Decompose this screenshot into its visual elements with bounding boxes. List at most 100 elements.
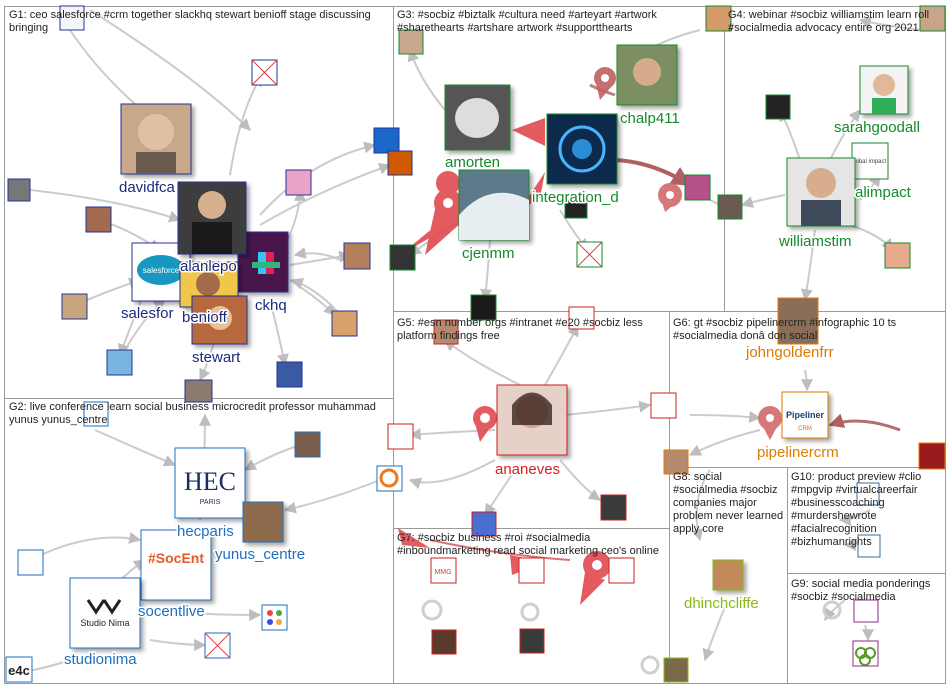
label-integration: integration_d: [532, 189, 619, 206]
label-socentlive: socentlive: [138, 603, 205, 620]
node-avatar-small[interactable]: [564, 199, 588, 219]
node-avatar-small[interactable]: [398, 29, 424, 55]
node-avatar-small[interactable]: [276, 361, 303, 388]
node-avatar-small[interactable]: [518, 557, 545, 584]
node-avatar-small[interactable]: [918, 442, 946, 470]
node-avatar-small[interactable]: [83, 401, 109, 427]
pin-marker: [520, 602, 540, 622]
node-avatar-small[interactable]: [600, 494, 627, 521]
edge: [149, 638, 207, 651]
highlight-edges: [429, 83, 901, 561]
label-chalp411: chalp411: [620, 110, 680, 127]
node-avatar-small[interactable]: [853, 599, 879, 623]
node-avatar-small[interactable]: [857, 534, 881, 558]
node-avatar-small[interactable]: [431, 629, 457, 655]
nodes: salesforce HEC PARIS #SocEnt Studio Nima: [5, 5, 946, 683]
node-avatar-small[interactable]: [663, 449, 689, 475]
edge: [800, 229, 816, 302]
node-avatar-small[interactable]: [373, 127, 400, 154]
group-title-g9: G9: social media ponderings #socbiz #soc…: [791, 578, 931, 603]
label-ananeves: ananeves: [495, 461, 560, 478]
node-avatar-small[interactable]: [389, 244, 416, 271]
edge: [829, 109, 861, 161]
pin-arrow: [512, 118, 545, 146]
group-box-g10: [787, 467, 946, 574]
node-avatar-johngoldenfrr[interactable]: [777, 297, 819, 345]
node-avatar-small[interactable]: [663, 657, 689, 683]
node-avatar-small[interactable]: [387, 423, 414, 450]
node-avatar-small[interactable]: [568, 306, 595, 330]
grey-pins: [421, 599, 842, 675]
pin-marker: [640, 655, 660, 675]
node-avatar-small[interactable]: [331, 310, 358, 337]
hec-logo-sub: PARIS: [200, 499, 221, 506]
node-logo-hecparis[interactable]: [174, 447, 246, 519]
pin-markers: [398, 67, 782, 605]
pipeliner-logo-text: Pipeliner: [786, 410, 825, 420]
node-avatar-small[interactable]: [433, 319, 459, 345]
node-avatar-stewart[interactable]: [191, 295, 248, 345]
group-title-g7: G7: #socbiz business #roi #socialmedia #…: [397, 532, 659, 557]
edge-highlight: [828, 413, 901, 432]
pin-arrow: [398, 528, 430, 548]
edge: [89, 9, 251, 131]
node-avatar-small[interactable]: [884, 242, 911, 269]
studio-logo-text: Studio Nima: [80, 618, 129, 628]
group-title-g5: G5: #esn number orgs #intranet #e20 #soc…: [397, 317, 643, 342]
edge: [269, 299, 289, 367]
label-dhinchcliffe: dhinchcliffe: [684, 595, 759, 612]
node-avatar-small[interactable]: [61, 293, 88, 320]
node-labels: davidfca alanlepo ckhq salesfor benioff …: [63, 109, 922, 670]
node-logo-socentlive[interactable]: [140, 529, 212, 601]
node-avatar-small[interactable]: [684, 174, 711, 201]
node-avatar-small[interactable]: [608, 557, 635, 584]
node-avatar-small[interactable]: [519, 628, 545, 654]
node-avatar-small[interactable]: [717, 194, 743, 220]
node-avatar-dhinchcliffe[interactable]: [712, 559, 744, 591]
node-logo-pipelinercrm[interactable]: [781, 391, 829, 439]
label-davidfca: davidfca: [119, 179, 176, 196]
label-studionima: studionima: [64, 651, 137, 668]
edge: [408, 459, 496, 490]
node-avatar-small[interactable]: [7, 178, 31, 202]
edge: [689, 410, 762, 423]
node-logo-studionima[interactable]: [69, 577, 141, 649]
group-title-g6: G6: gt #socbiz pipelinercrm #infographic…: [673, 317, 897, 342]
node-avatar-small[interactable]: [919, 5, 946, 32]
node-avatar-small[interactable]: [261, 604, 288, 631]
node-avatar-small[interactable]: [294, 431, 321, 458]
node-avatar-small[interactable]: [470, 294, 497, 321]
node-logo-tribal[interactable]: [851, 142, 889, 180]
edge: [824, 599, 846, 622]
group-title-g10: G10: product preview #clio #mpgvip #virt…: [791, 471, 922, 548]
node-avatar-small[interactable]: [106, 349, 133, 376]
node-avatar-small[interactable]: [765, 94, 791, 120]
edge: [259, 141, 377, 216]
edge-highlight: [609, 158, 692, 187]
edge: [564, 400, 652, 416]
edge: [29, 189, 182, 223]
node-avatar-small[interactable]: [705, 5, 732, 32]
node-avatar-small[interactable]: [856, 482, 880, 506]
node-avatar-small[interactable]: [471, 511, 497, 537]
pin-marker: [822, 600, 842, 620]
node-avatar-small[interactable]: [387, 150, 413, 176]
group-title-g4: G4: webinar #socbiz williamstim learn ro…: [728, 9, 930, 34]
label-pipelinercrm: pipelinercrm: [757, 444, 839, 461]
node-avatar-small[interactable]: [343, 242, 371, 270]
mmg-logo-text: MMG: [434, 569, 451, 576]
edge: [293, 247, 341, 261]
node-avatar-small[interactable]: [17, 549, 44, 576]
node-avatar-small[interactable]: [184, 379, 213, 403]
node-logo-e4c[interactable]: [5, 656, 33, 683]
node-avatar-small[interactable]: [285, 169, 312, 196]
node-avatar-small[interactable]: [59, 5, 85, 31]
edge: [800, 369, 813, 392]
label-cjenmm: cjenmm: [462, 245, 515, 262]
node-avatar-small[interactable]: [650, 392, 677, 419]
label-sarahgoodall: sarahgoodall: [834, 119, 920, 136]
node-logo-mmg[interactable]: [430, 557, 457, 584]
node-avatar-small[interactable]: [85, 206, 112, 233]
node-avatar-yunus[interactable]: [242, 501, 284, 543]
